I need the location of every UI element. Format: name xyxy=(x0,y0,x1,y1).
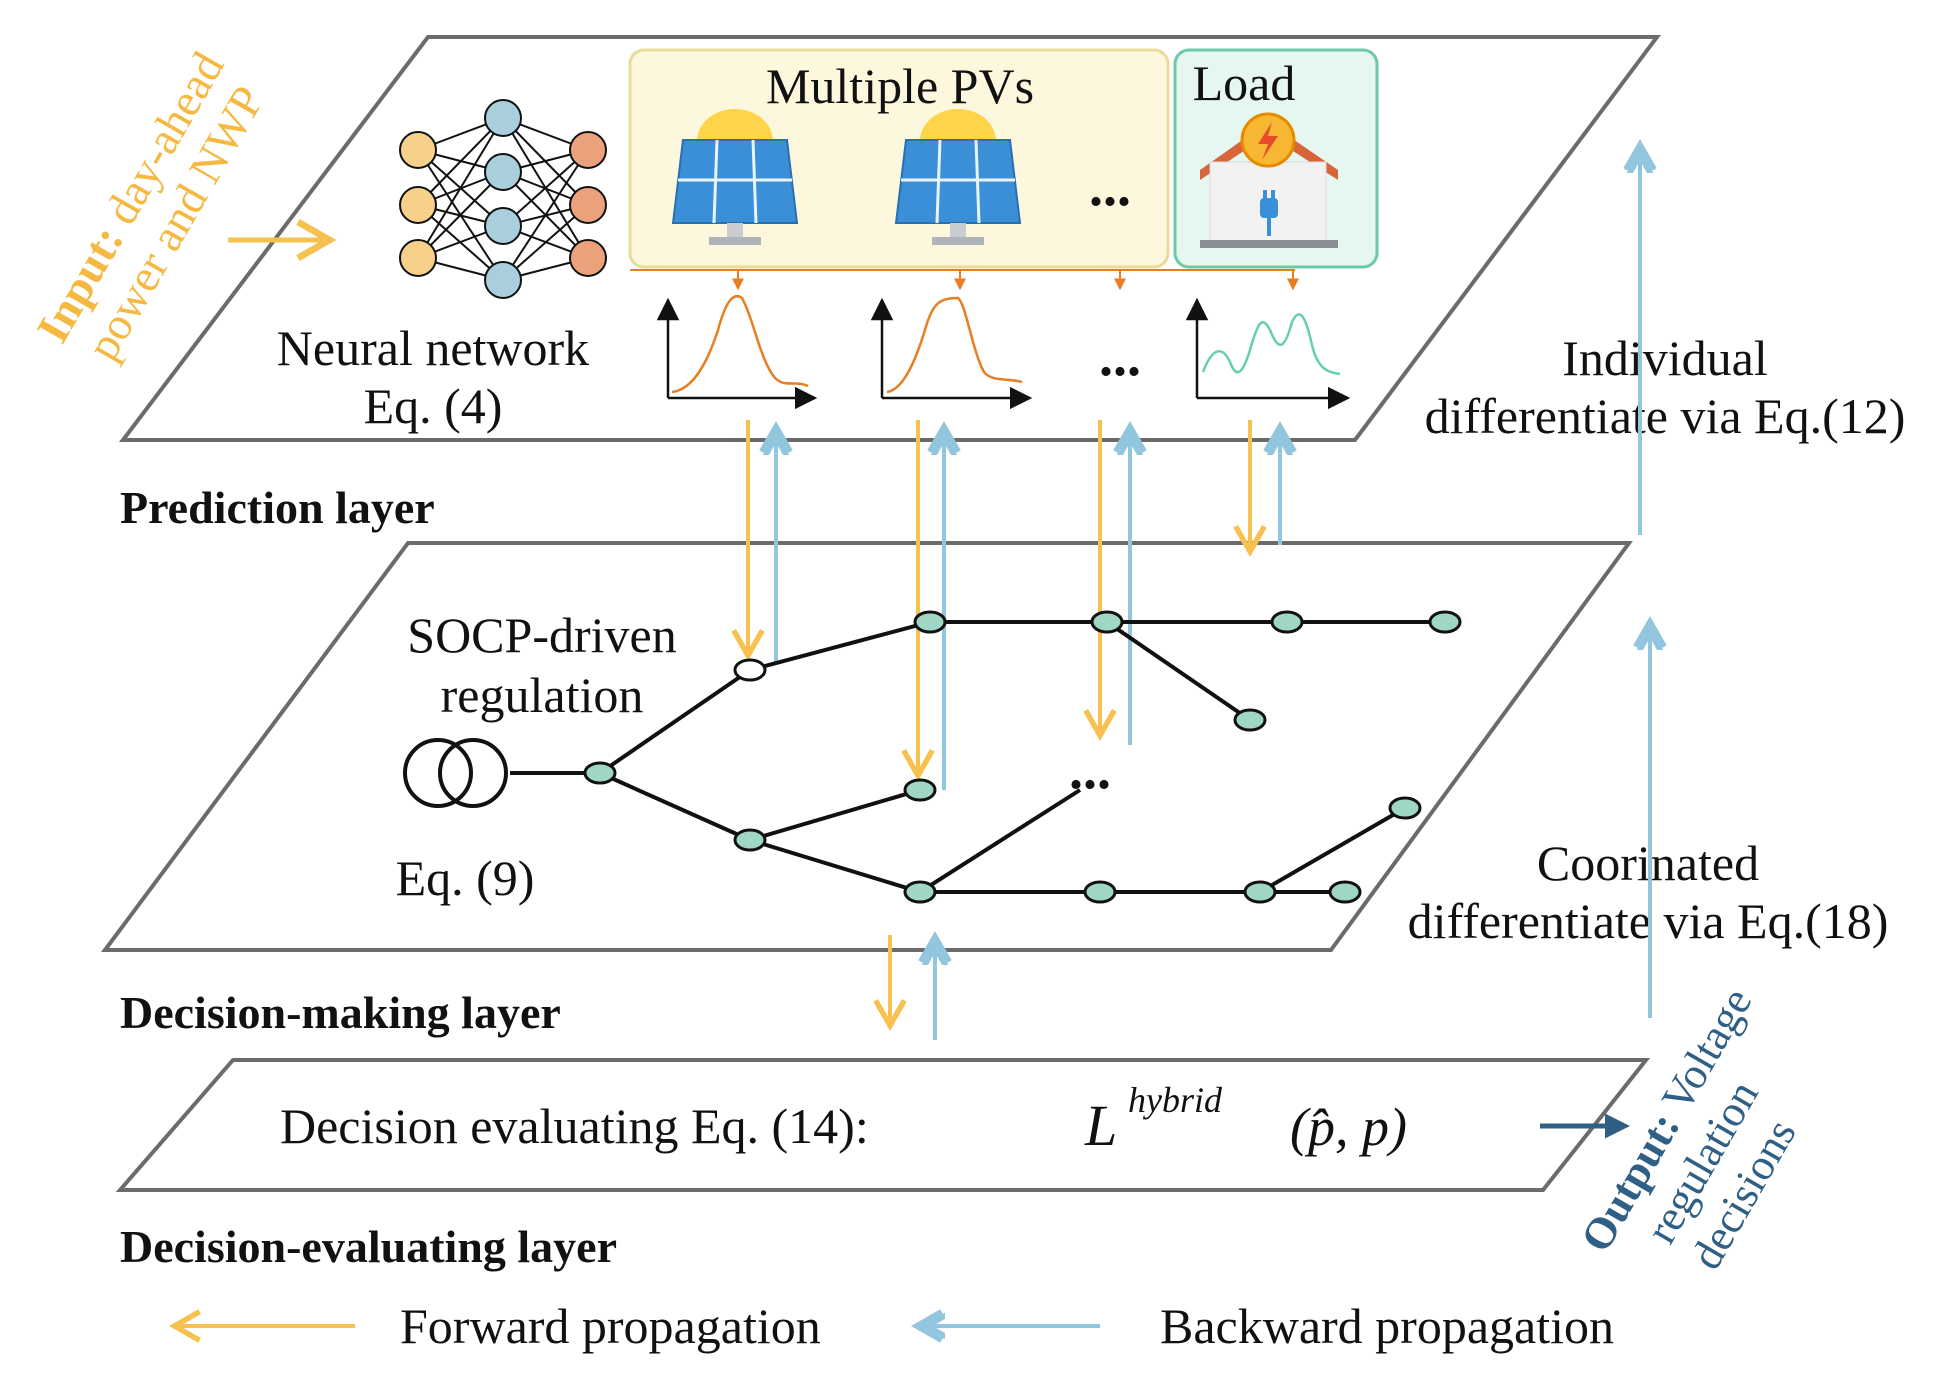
transformer-icon xyxy=(403,738,508,808)
nn-connection xyxy=(417,171,504,259)
loss-superscript: hybrid xyxy=(1128,1080,1223,1120)
legend-forward-label: Forward propagation xyxy=(400,1298,821,1354)
network-branch xyxy=(749,788,921,842)
plot-ellipsis: ... xyxy=(1099,326,1141,388)
socp-label-line2: regulation xyxy=(441,667,644,723)
evaluating-layer-title: Decision-evaluating layer xyxy=(120,1221,617,1272)
neural-network-eq: Eq. (4) xyxy=(364,378,503,434)
forward-arrows xyxy=(731,420,1267,1032)
network-bus-node xyxy=(1328,880,1362,904)
loss-args: (p̂, p) xyxy=(1290,1097,1407,1157)
network-branch xyxy=(749,838,921,894)
decision-eq-label: Eq. (9) xyxy=(396,850,535,906)
legend-backward-label: Backward propagation xyxy=(1160,1298,1614,1354)
pv-forecast-plot xyxy=(656,295,818,410)
network-branch xyxy=(599,771,751,842)
nn-connection xyxy=(417,117,504,206)
network-bus-node xyxy=(1233,708,1267,732)
decision-layer-title: Decision-making layer xyxy=(120,987,561,1038)
network-branch xyxy=(1258,806,1407,894)
network-branch xyxy=(598,668,752,775)
network-bus-node xyxy=(733,658,767,682)
pv-ellipsis: ... xyxy=(1089,156,1131,218)
network-bus-node xyxy=(913,610,947,634)
hybrid-loss-formula: L hybrid (p̂, p) xyxy=(1084,1080,1407,1158)
solar-panel-icon xyxy=(671,109,799,245)
pv-forecast-plot xyxy=(870,296,1033,410)
network-bus-node xyxy=(1388,796,1422,820)
neural-network-icon xyxy=(399,99,607,299)
nn-neuron xyxy=(484,261,522,299)
network-bus-node xyxy=(903,880,937,904)
backward-arrows xyxy=(776,430,1280,1040)
network-bus-node xyxy=(1083,880,1117,904)
network-ellipsis: ... xyxy=(1069,739,1111,801)
lightning-icon xyxy=(1240,112,1296,168)
nn-neuron xyxy=(399,186,437,224)
network-branch xyxy=(749,620,931,672)
nn-neuron xyxy=(569,239,607,277)
sun-icon xyxy=(920,109,996,141)
loss-symbol: L xyxy=(1084,1093,1117,1158)
house-plug-icon xyxy=(1200,112,1338,248)
nn-connection xyxy=(502,149,589,227)
distribution-line xyxy=(630,269,1299,291)
nn-connection xyxy=(417,117,504,259)
network-bus-node xyxy=(583,761,617,785)
sun-icon xyxy=(697,109,773,141)
neural-network-label: Neural network xyxy=(277,320,589,376)
output-label: Output: Voltage regulation decisions xyxy=(1571,980,1805,1278)
solar-panel-icon xyxy=(894,109,1022,245)
legend: Forward propagation Backward propagation xyxy=(168,1298,1614,1354)
nn-neuron xyxy=(399,239,437,277)
network-bus-node xyxy=(1270,610,1304,634)
evaluating-layer-plane xyxy=(115,1058,1651,1192)
individual-diff-line1: Individual xyxy=(1562,330,1768,386)
evaluating-text: Decision evaluating Eq. (14): xyxy=(280,1098,869,1154)
distribution-network xyxy=(510,610,1462,904)
nn-neuron xyxy=(399,131,437,169)
load-label: Load xyxy=(1193,55,1296,111)
socp-label-line1: SOCP-driven xyxy=(407,607,676,663)
decision-layer-plane xyxy=(101,541,1633,952)
network-bus-node xyxy=(1428,610,1462,634)
nn-neuron xyxy=(484,99,522,137)
pv-group-label: Multiple PVs xyxy=(766,58,1034,114)
plug-icon xyxy=(1260,190,1278,236)
nn-neuron xyxy=(484,153,522,191)
network-bus-node xyxy=(1090,610,1124,634)
prediction-layer-title: Prediction layer xyxy=(120,482,435,533)
nn-neuron xyxy=(569,186,607,224)
network-bus-node xyxy=(733,828,767,852)
nn-neuron xyxy=(569,131,607,169)
network-branch xyxy=(918,788,1082,894)
network-bus-node xyxy=(903,778,937,802)
network-branch xyxy=(1105,620,1252,722)
nn-connection xyxy=(502,149,589,281)
nn-neuron xyxy=(484,207,522,245)
individual-diff-line2: differentiate via Eq.(12) xyxy=(1425,388,1906,444)
load-forecast-plot xyxy=(1185,297,1351,410)
network-bus-node xyxy=(1243,880,1277,904)
